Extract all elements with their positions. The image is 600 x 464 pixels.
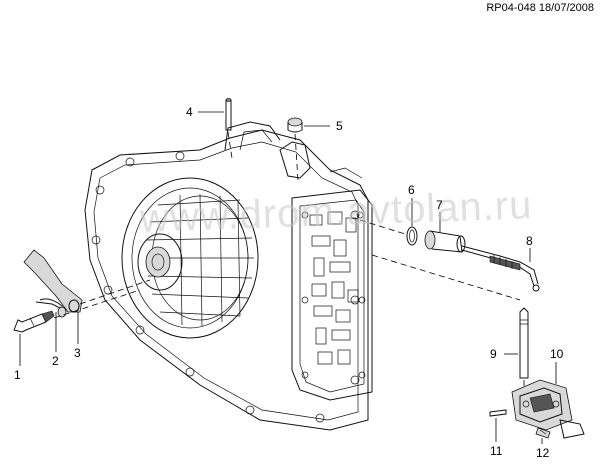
leader-lines [19,111,557,444]
callout-3: 3 [74,346,81,360]
callout-2: 2 [52,354,59,368]
callout-9: 9 [490,347,497,361]
valve-body-plate [291,189,373,401]
part-5-plug [287,117,303,133]
part-7-sensor [424,230,466,253]
part-10-switch [511,379,585,439]
part-6-o-ring [406,226,418,246]
callout-10: 10 [550,347,564,361]
part-8-cable [461,245,540,292]
bell-housing-gear-set [121,177,259,339]
part-9-shaft [519,307,529,379]
callout-12: 12 [536,446,550,460]
callout-7: 7 [436,198,443,212]
part-11-pin [489,409,507,417]
callout-1: 1 [14,368,21,382]
part-1-pin [13,310,55,333]
drawing-reference: RP04-048 18/07/2008 [486,2,594,14]
alignment-lines [53,131,525,390]
transmission-housing [84,121,369,431]
callout-5: 5 [336,119,343,133]
callout-6: 6 [408,183,415,197]
callout-4: 4 [186,105,193,119]
callout-11: 11 [490,444,503,458]
part-4-dowel-pin [225,98,232,131]
part-3-lever [23,249,83,313]
part-12-screw [535,427,551,439]
callout-8: 8 [526,234,533,248]
